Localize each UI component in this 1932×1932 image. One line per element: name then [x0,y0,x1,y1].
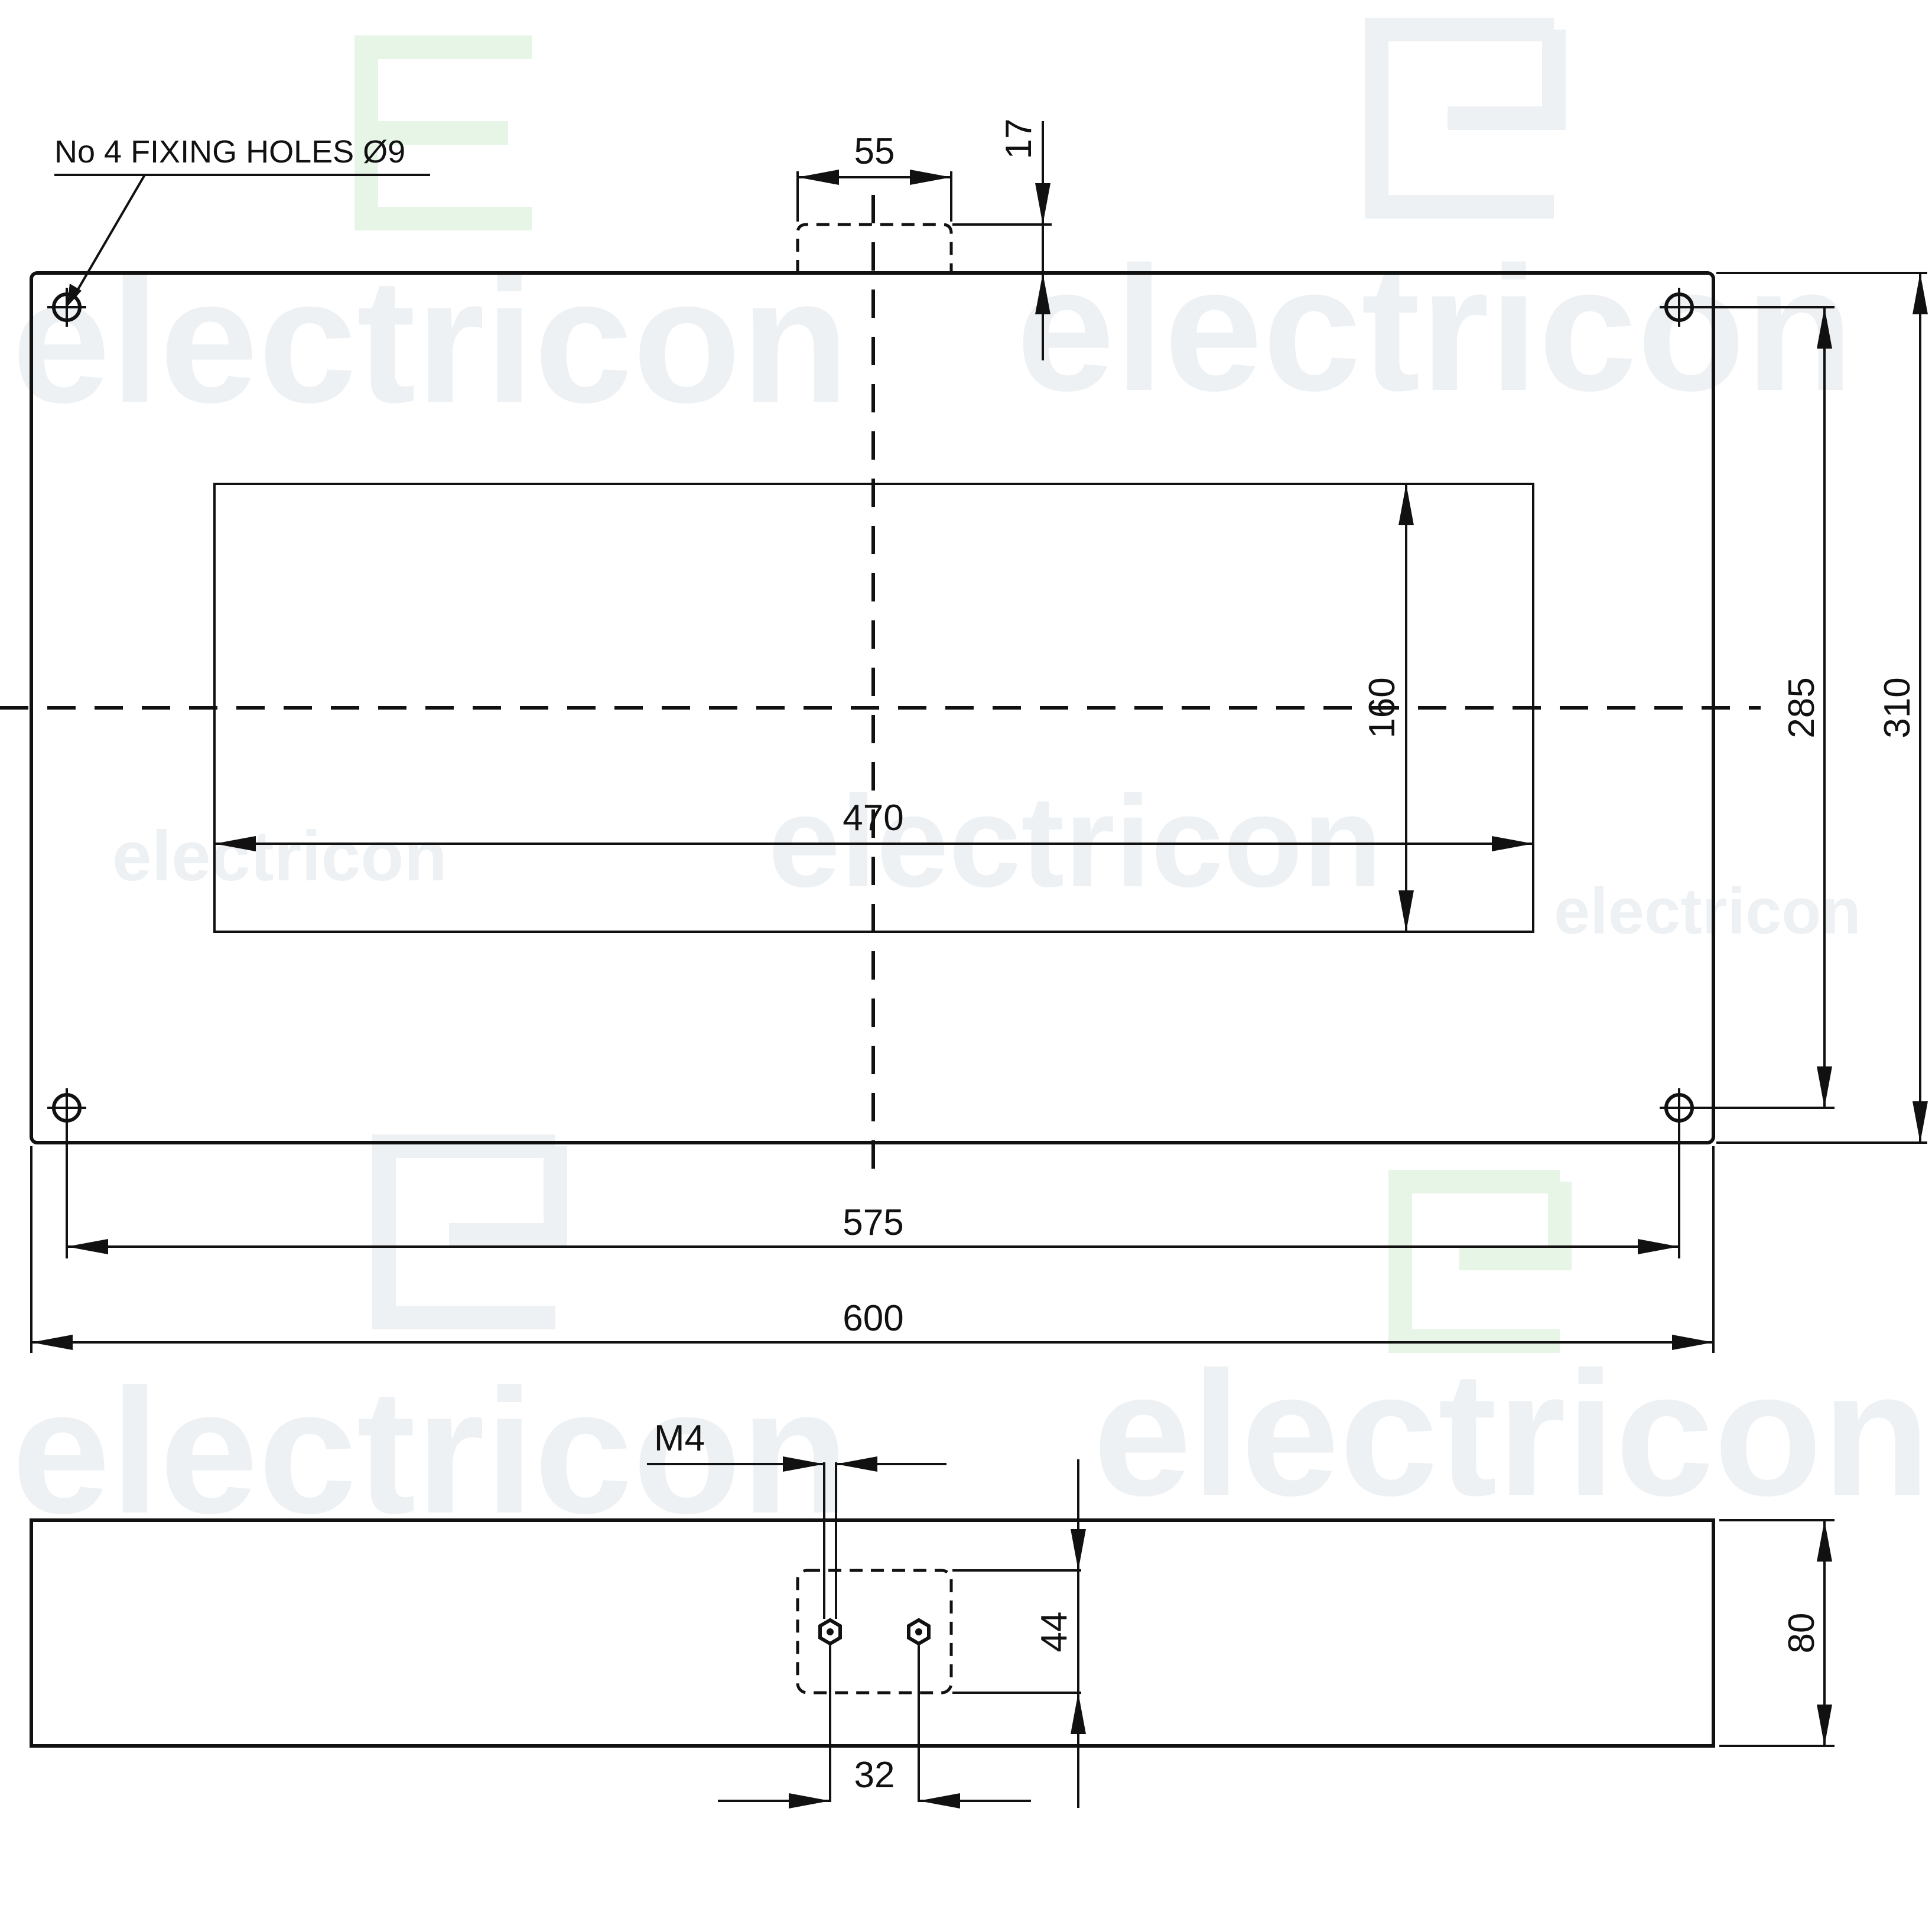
dim-label: 600 [843,1298,903,1339]
dim-label: 55 [854,131,895,172]
front-view: No 4 FIXING HOLES Ø9 55 17 16 [0,119,1928,1353]
nut-icon [907,1618,931,1646]
dim-hole-spacing-vertical: 285 [1696,306,1835,1109]
dim-stud-box-offset: 17 [952,119,1052,360]
watermark-logo-icon [372,1134,567,1329]
watermark-logo-icon [1365,18,1566,219]
watermark-text: electricon [1093,1334,1930,1533]
dim-label: 80 [1781,1613,1822,1654]
fixing-hole [1660,1088,1699,1127]
dim-label: 285 [1781,677,1822,738]
stud-right [907,1618,931,1646]
watermark: electricon electricon electricon electri… [12,18,1930,1550]
stud-box-hidden [796,223,953,273]
stud-left [818,1462,842,1646]
dim-label: 470 [843,798,903,838]
side-view: M4 44 80 32 [30,1418,1835,1809]
dim-stud-box-width: 55 [796,131,952,222]
leader-line [73,174,146,297]
dim-label: 160 [1362,677,1403,738]
dim-label: 44 [1034,1612,1075,1653]
dim-stud-spacing: 32 [718,1645,1031,1809]
watermark-text: electricon [768,769,1382,914]
watermark-text: electricon [1554,875,1861,948]
dim-overall-height: 310 [1716,272,1928,1144]
dim-stud-thread: M4 [647,1418,947,1472]
dim-label: 310 [1877,677,1918,738]
dim-label: 575 [843,1202,903,1243]
side-body-outline [30,1518,1715,1748]
watermark-text: electricon [12,1352,849,1550]
fixing-hole [47,1088,86,1127]
dim-hole-spacing-horizontal: 575 [66,1123,1680,1258]
dim-overall-width: 600 [30,1146,1715,1353]
nut-icon [818,1618,842,1646]
fixing-hole [1660,288,1699,327]
watermark-text: electricon [1016,229,1853,428]
fixing-holes-label: No 4 FIXING HOLES Ø9 [54,134,405,170]
watermark-logo-icon [1388,1170,1572,1353]
dim-depth: 80 [1719,1519,1835,1747]
dim-label: 32 [854,1755,895,1796]
dim-label: 17 [998,119,1039,160]
leader-arrowhead [67,284,82,307]
dim-label: M4 [654,1418,705,1459]
watermark-text: electricon [112,817,447,896]
watermark-text: electricon [12,241,849,440]
stud-box-hidden [796,1569,953,1694]
dim-opening-height: 160 [1362,484,1414,932]
watermark-logo-icon [354,35,532,230]
dim-opening-width: 470 [214,798,1533,851]
fixing-holes-note: No 4 FIXING HOLES Ø9 [54,134,430,307]
dim-stud-box-height: 44 [952,1459,1086,1808]
